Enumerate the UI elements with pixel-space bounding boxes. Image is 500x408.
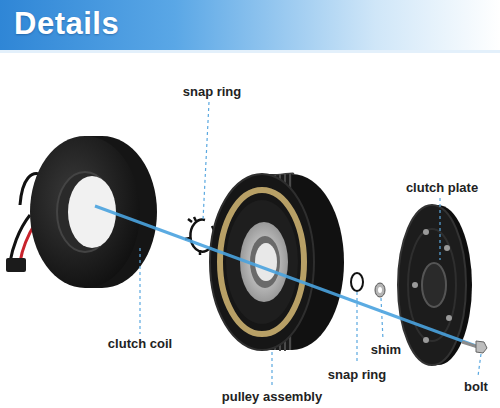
axis-line bbox=[95, 206, 476, 346]
snap-ring-drawing bbox=[351, 273, 363, 291]
shim-drawing bbox=[375, 283, 385, 297]
part-label: shim bbox=[369, 342, 403, 357]
part-label: clutch coil bbox=[106, 336, 174, 351]
clutch-coil-drawing bbox=[6, 136, 157, 288]
bolt-drawing bbox=[462, 341, 487, 353]
part-label: bolt bbox=[462, 379, 490, 394]
pulley-drawing bbox=[210, 173, 344, 351]
part-label: clutch plate bbox=[404, 180, 480, 195]
page-title: Details bbox=[14, 6, 119, 42]
title-banner bbox=[0, 0, 500, 50]
part-label: snap ring bbox=[326, 367, 389, 382]
leader-lines bbox=[140, 102, 481, 386]
part-label: snap ring bbox=[181, 84, 244, 99]
banner-edge bbox=[0, 50, 500, 53]
part-label: pulley assembly bbox=[220, 389, 324, 404]
